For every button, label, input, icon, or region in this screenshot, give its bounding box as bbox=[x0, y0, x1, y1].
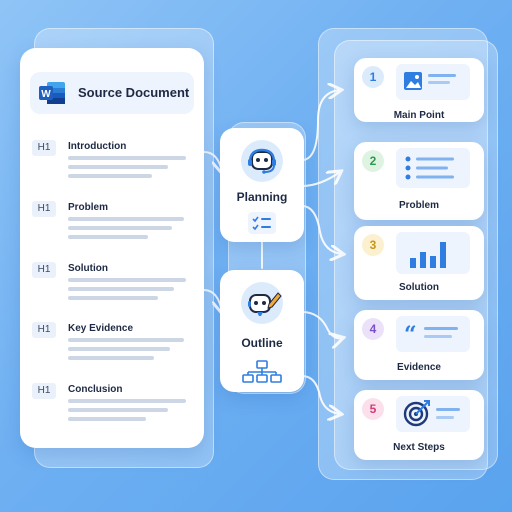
text-line bbox=[68, 156, 186, 160]
robot-pencil-icon bbox=[248, 292, 282, 316]
target-icon bbox=[403, 400, 460, 427]
step-label: Next Steps bbox=[393, 442, 445, 453]
svg-text:W: W bbox=[41, 89, 51, 100]
section-label: Conclusion bbox=[68, 384, 123, 395]
outline-node[interactable]: Outline bbox=[220, 270, 304, 392]
section-label: Solution bbox=[68, 263, 108, 274]
step-number-badge: 2 bbox=[362, 150, 384, 172]
section-label: Problem bbox=[68, 202, 109, 213]
text-line bbox=[68, 217, 184, 221]
source-document-card: W Source Document H1 Introduction H1 Pro… bbox=[20, 48, 204, 448]
robot-headset-icon bbox=[248, 148, 276, 174]
outline-label: Outline bbox=[241, 336, 283, 350]
step-card-main-point[interactable]: 1 Main Point bbox=[354, 58, 484, 122]
text-line bbox=[68, 338, 184, 342]
planning-robot-circle bbox=[241, 140, 283, 182]
heading-badge: H1 bbox=[32, 262, 56, 278]
step-number-badge: 4 bbox=[362, 318, 384, 340]
section-problem[interactable]: H1 Problem bbox=[32, 201, 200, 251]
section-key-evidence[interactable]: H1 Key Evidence bbox=[32, 322, 200, 372]
step-label: Solution bbox=[399, 282, 439, 293]
text-line bbox=[68, 399, 186, 403]
heading-badge: H1 bbox=[32, 322, 56, 338]
step-card-problem[interactable]: 2 Problem bbox=[354, 142, 484, 220]
heading-badge: H1 bbox=[32, 201, 56, 217]
step-number-badge: 3 bbox=[362, 234, 384, 256]
connector-planning-step2 bbox=[301, 172, 340, 187]
source-document-title: Source Document bbox=[78, 85, 190, 100]
text-line bbox=[68, 235, 148, 239]
step-thumbnail bbox=[396, 396, 470, 432]
text-line bbox=[68, 287, 174, 291]
text-line bbox=[68, 165, 168, 169]
step-thumbnail bbox=[396, 64, 470, 100]
step-card-next-steps[interactable]: 5 Next Steps bbox=[354, 390, 484, 460]
step-number-badge: 5 bbox=[362, 398, 384, 420]
section-introduction[interactable]: H1 Introduction bbox=[32, 140, 200, 190]
text-line bbox=[68, 278, 186, 282]
outline-robot-circle bbox=[241, 282, 283, 324]
hierarchy-icon bbox=[242, 360, 282, 383]
section-conclusion[interactable]: H1 Conclusion bbox=[32, 383, 200, 433]
bullet-list-icon bbox=[405, 156, 454, 180]
source-document-header: W Source Document bbox=[30, 72, 194, 114]
word-icon: W bbox=[39, 82, 65, 104]
step-card-evidence[interactable]: 4 “ Evidence bbox=[354, 310, 484, 380]
planning-node[interactable]: Planning bbox=[220, 128, 304, 242]
text-line bbox=[68, 347, 170, 351]
text-line bbox=[68, 417, 146, 421]
heading-badge: H1 bbox=[32, 383, 56, 399]
step-thumbnail bbox=[396, 232, 470, 274]
planning-label: Planning bbox=[236, 190, 288, 204]
section-label: Key Evidence bbox=[68, 323, 134, 334]
step-thumbnail bbox=[396, 148, 470, 188]
connector-planning-step3 bbox=[301, 205, 342, 254]
step-card-solution[interactable]: 3 Solution bbox=[354, 226, 484, 300]
connector-outline-step5 bbox=[301, 375, 340, 414]
connector-planning-step1 bbox=[301, 90, 340, 161]
quote-icon: “ bbox=[404, 322, 458, 348]
step-label: Main Point bbox=[393, 110, 445, 121]
section-label: Introduction bbox=[68, 141, 127, 152]
svg-text:“: “ bbox=[404, 322, 417, 348]
step-number-badge: 1 bbox=[362, 66, 384, 88]
step-label: Evidence bbox=[397, 362, 441, 373]
image-icon bbox=[404, 72, 456, 90]
text-line bbox=[68, 226, 172, 230]
connector-outline-step4 bbox=[301, 311, 342, 338]
bar-chart-icon bbox=[410, 242, 446, 268]
text-line bbox=[68, 174, 152, 178]
text-line bbox=[68, 296, 158, 300]
heading-badge: H1 bbox=[32, 140, 56, 156]
checklist-icon bbox=[248, 212, 276, 234]
text-line bbox=[68, 356, 154, 360]
step-label: Problem bbox=[398, 200, 439, 211]
step-thumbnail: “ bbox=[396, 316, 470, 352]
section-solution[interactable]: H1 Solution bbox=[32, 262, 200, 312]
text-line bbox=[68, 408, 168, 412]
